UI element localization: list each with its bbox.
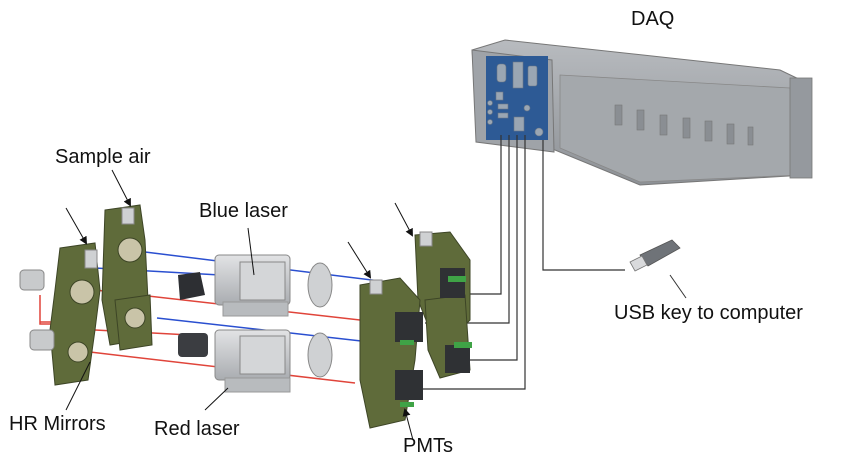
usb-key-leader [669,274,687,299]
pmt-mounts [359,231,472,429]
daq-label: DAQ [631,8,675,30]
blue-laser [178,254,333,317]
left-mirror-mounts [19,204,153,386]
daq-slots [614,104,754,146]
sample-air-label: Sample air [55,146,151,168]
outlet-arrow-top [394,202,413,237]
blue-laser-label: Blue laser [199,200,288,222]
red-laser [178,329,333,393]
pmts-arrow [402,408,414,441]
pmts-label: PMTs [403,435,453,457]
annotation-arrows [65,169,414,441]
usb-key-icon [629,239,681,272]
outlet-arrow-bottom [347,241,372,279]
blue-laser-leader [247,227,255,276]
daq-chassis [471,39,813,186]
hr-mirrors-label: HR Mirrors [9,413,106,435]
red-laser-label: Red laser [154,418,240,440]
usb-key-label: USB key to computer [614,302,803,324]
inlet-arrow-left [65,207,87,245]
sample-air-arrow [111,169,131,207]
usb-wire [542,140,625,271]
hr-mirrors-leader [65,361,91,411]
red-laser-leader [204,387,229,411]
